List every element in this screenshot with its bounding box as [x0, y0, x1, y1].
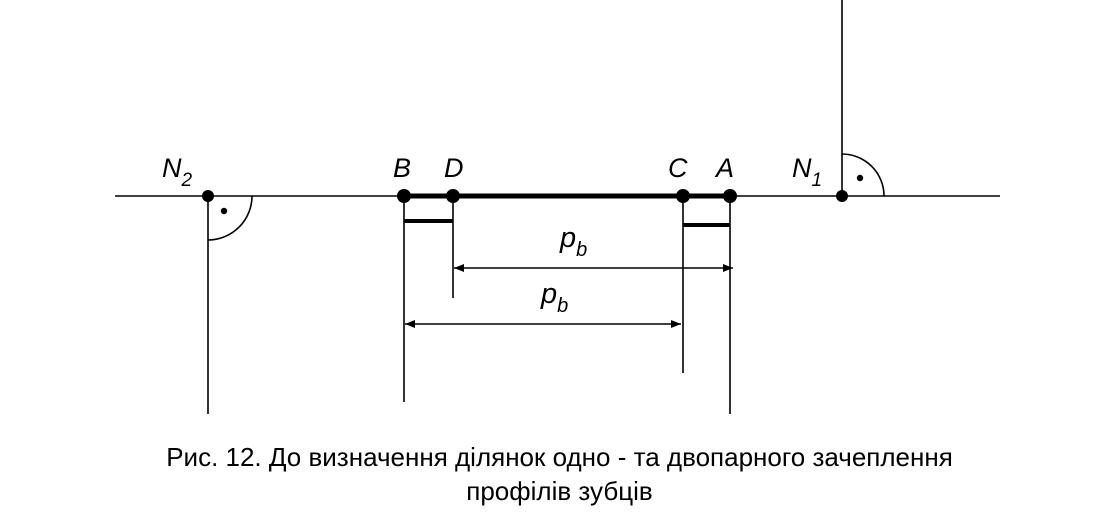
point-d: [446, 189, 460, 203]
point-n1: [836, 190, 848, 202]
label-a: A: [714, 153, 734, 183]
n2-right-angle-dot: [220, 207, 228, 215]
n1-right-angle-arc: [841, 153, 885, 197]
label-n1: N1: [792, 153, 822, 191]
n2-right-angle-arc: [207, 195, 253, 241]
point-c: [676, 189, 690, 203]
label-pb-lower: pb: [540, 278, 568, 317]
caption-line-2: профілів зубців: [466, 476, 653, 506]
label-pb-upper: pb: [559, 222, 587, 261]
label-b: B: [393, 153, 411, 183]
label-c: C: [668, 153, 688, 183]
caption-line-1: Рис. 12. До визначення ділянок одно - та…: [166, 442, 953, 472]
label-n2: N2: [162, 153, 193, 191]
point-b: [397, 189, 411, 203]
n1-right-angle-dot: [856, 174, 864, 182]
point-n2: [202, 190, 214, 202]
figure-caption: Рис. 12. До визначення ділянок одно - та…: [0, 440, 1119, 508]
diagram: N2 B D C A N1 pb pb: [115, 0, 1000, 414]
point-a: [723, 189, 737, 203]
label-d: D: [444, 153, 464, 183]
